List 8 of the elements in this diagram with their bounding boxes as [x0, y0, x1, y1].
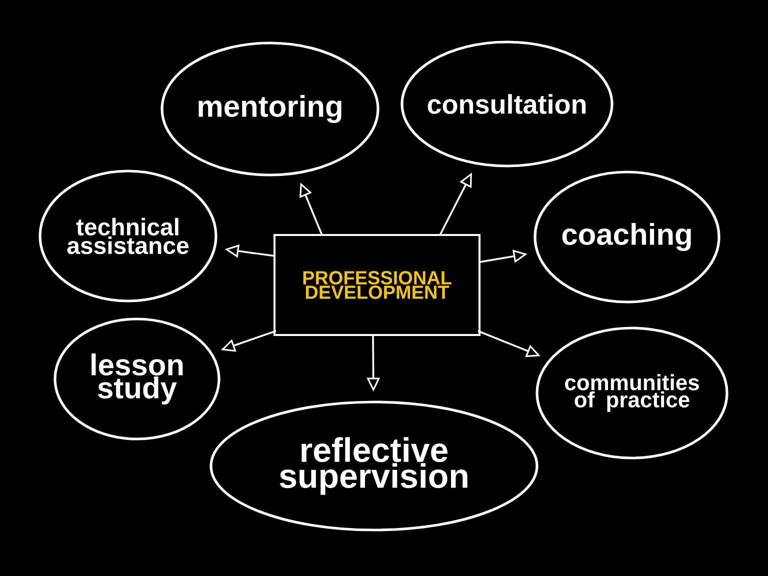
- oval-bubble: lesson study: [54, 318, 220, 440]
- central-box: PROFESSIONAL DEVELOPMENT: [274, 234, 480, 336]
- oval-bubble: mentoring: [160, 42, 380, 176]
- oval-bubble: reflective supervision: [210, 400, 538, 532]
- oval-bubble: consultation: [400, 40, 614, 168]
- oval-bubble: communities of practice: [536, 326, 728, 460]
- oval-bubble: technical assistance: [38, 170, 218, 302]
- oval-bubble: coaching: [534, 170, 720, 304]
